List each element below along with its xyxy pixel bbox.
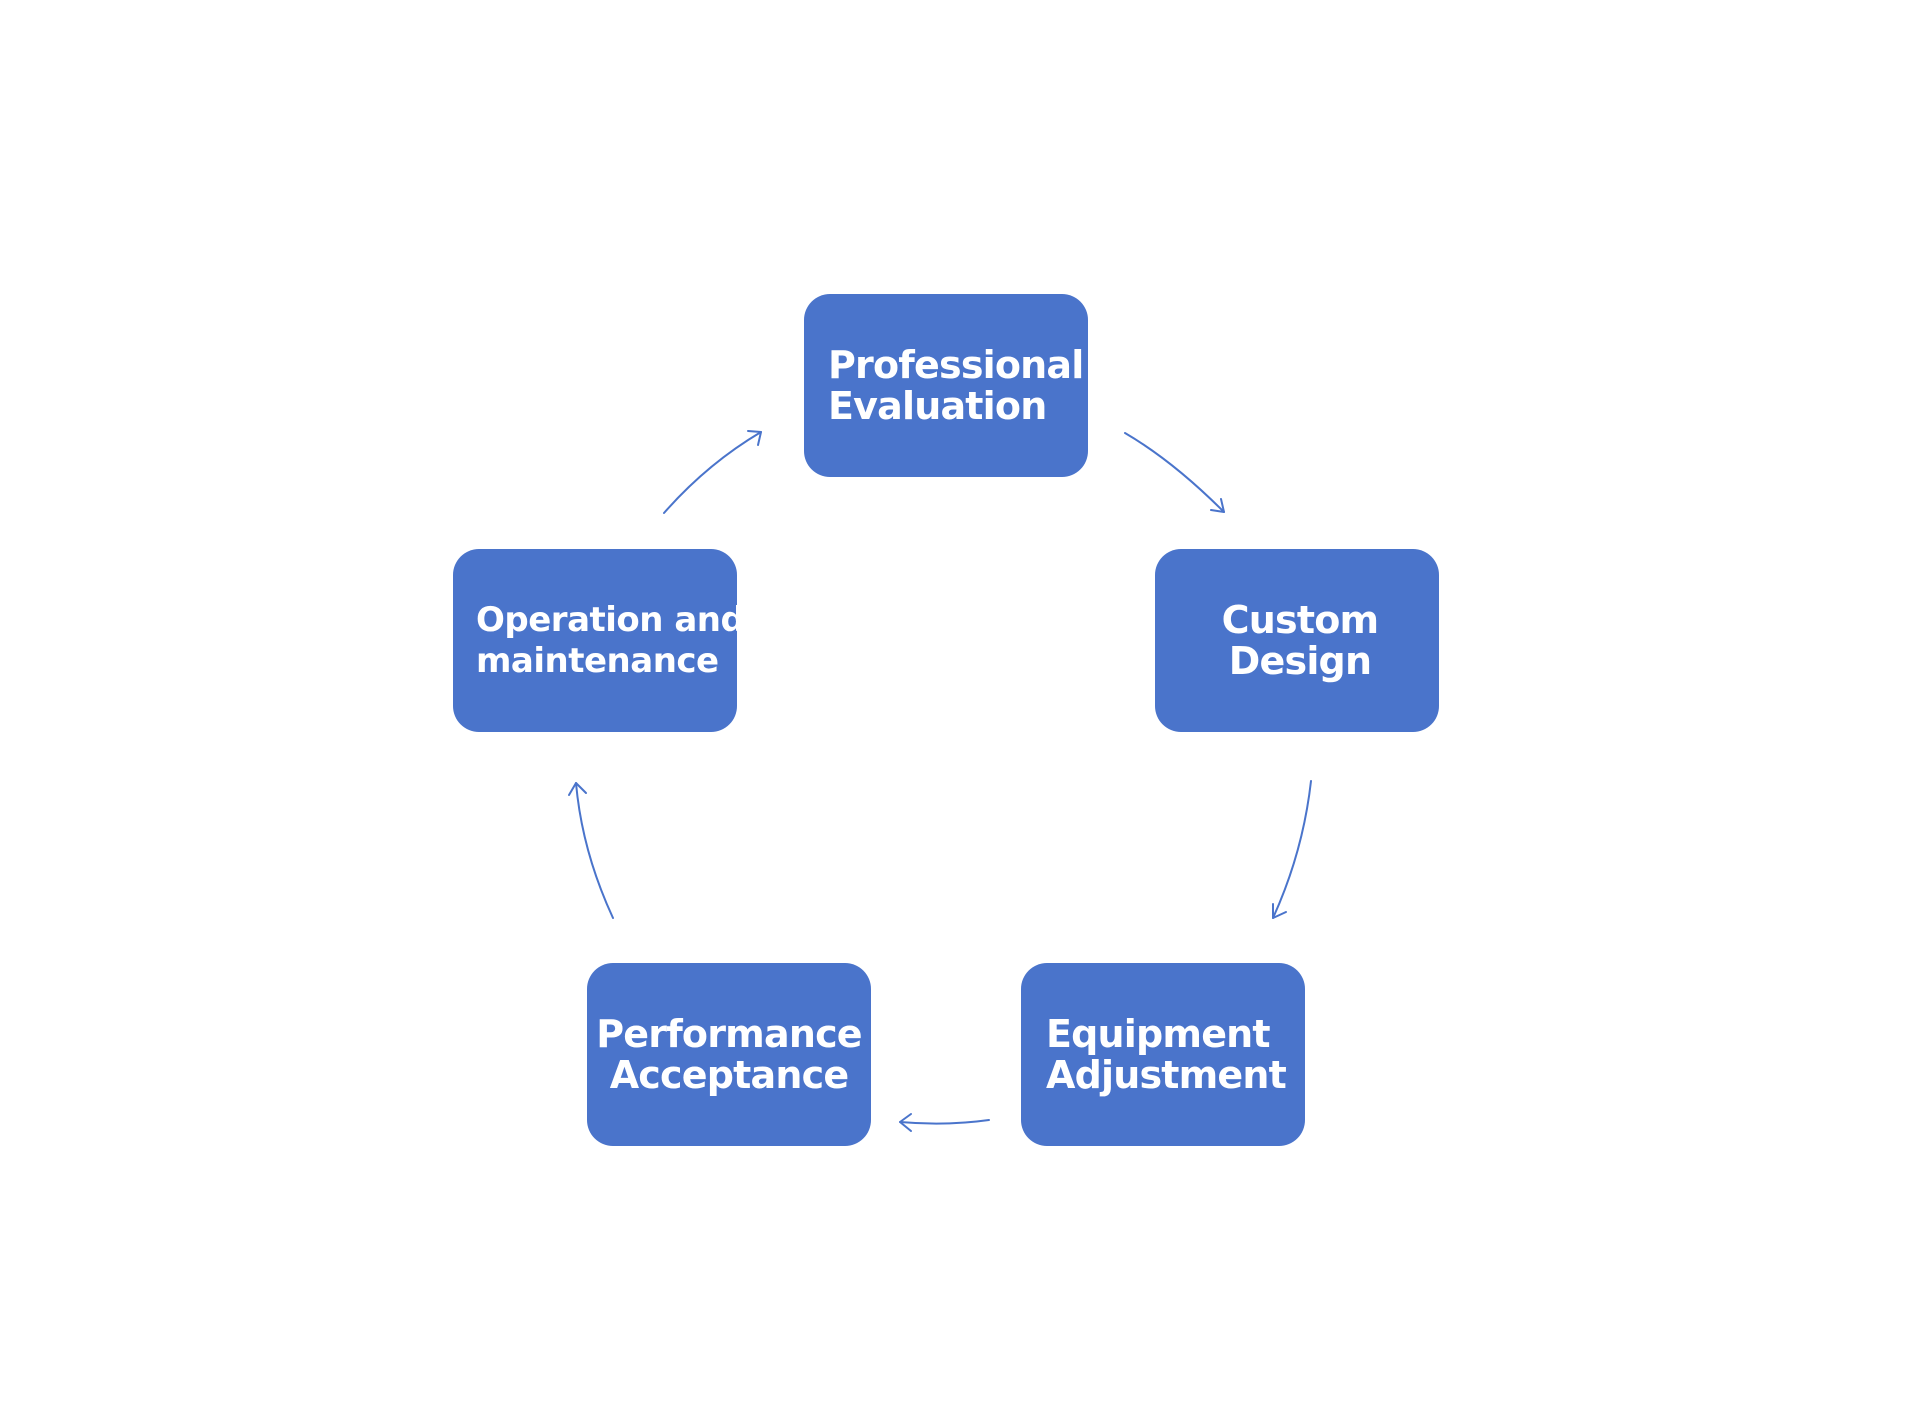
- node-custom-design: Custom Design: [1155, 549, 1439, 732]
- node-operation-maintenance: Operation and maintenance: [453, 549, 745, 732]
- arrow-performance-to-operation: [568, 782, 614, 919]
- node-label: Custom Design: [1221, 597, 1379, 683]
- node-label: Operation and maintenance: [476, 599, 745, 682]
- arrow-head-icon: [1210, 498, 1225, 513]
- node-label-line: Design: [1228, 638, 1372, 683]
- node-label-line: maintenance: [476, 640, 719, 681]
- arrow-head-icon: [899, 1113, 912, 1132]
- arrow-head-icon: [747, 430, 762, 446]
- node-label-line: Professional: [828, 342, 1084, 387]
- node-label: Performance Acceptance: [596, 1011, 862, 1097]
- arrow-curve: [1124, 432, 1225, 513]
- node-label-line: Adjustment: [1045, 1052, 1287, 1097]
- node-label-line: Performance: [596, 1011, 862, 1056]
- node-label: Professional Evaluation: [828, 342, 1084, 428]
- node-label-line: Evaluation: [828, 383, 1047, 428]
- arrow-operation-to-professional: [663, 430, 762, 514]
- node-label-line: Acceptance: [609, 1052, 849, 1097]
- node-professional-evaluation: Professional Evaluation: [804, 294, 1088, 477]
- arrow-curve: [899, 1119, 990, 1125]
- node-performance-acceptance: Performance Acceptance: [587, 963, 871, 1146]
- arrow-head-icon: [1272, 903, 1287, 919]
- arrow-custom-to-equipment: [1272, 780, 1312, 919]
- arrow-curve: [575, 782, 614, 919]
- arrow-curve: [663, 431, 762, 514]
- arrow-professional-to-custom: [1124, 432, 1225, 513]
- node-label-line: Custom: [1221, 597, 1379, 642]
- node-equipment-adjustment: Equipment Adjustment: [1021, 963, 1305, 1146]
- arrow-equipment-to-performance: [899, 1113, 990, 1132]
- arrow-curve: [1272, 780, 1312, 919]
- node-label-line: Equipment: [1045, 1011, 1271, 1056]
- node-label: Equipment Adjustment: [1045, 1011, 1287, 1097]
- node-label-line: Operation and: [476, 599, 745, 640]
- arrow-head-icon: [568, 782, 587, 796]
